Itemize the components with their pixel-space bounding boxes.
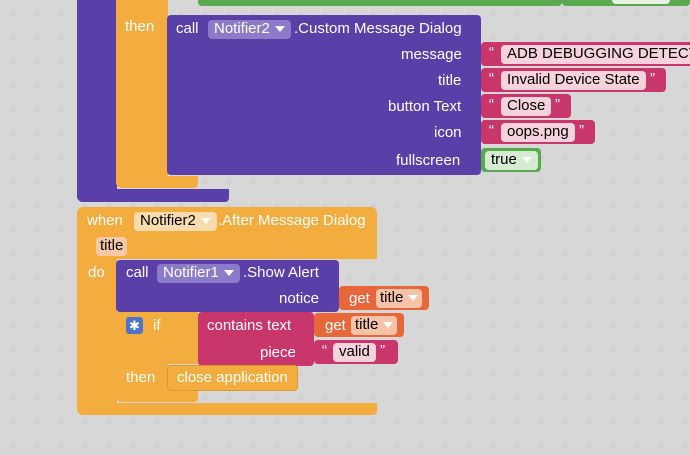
when-label: when bbox=[87, 212, 123, 229]
param-message-label: message bbox=[401, 46, 462, 63]
notice-label: notice bbox=[279, 290, 320, 307]
quote-open: “ bbox=[489, 44, 494, 61]
fullscreen-true-dropdown[interactable]: true bbox=[485, 151, 538, 170]
quote-close: ” bbox=[380, 342, 385, 359]
contains-text-label: contains text bbox=[207, 317, 292, 334]
outer-component-block[interactable] bbox=[77, 0, 117, 202]
param-button-text-label: button Text bbox=[388, 98, 462, 115]
event-name-label: .After Message Dialog bbox=[218, 212, 366, 229]
event-param-title[interactable]: title bbox=[96, 237, 128, 256]
call-label: call bbox=[176, 20, 199, 37]
quote-close: ” bbox=[579, 122, 584, 139]
then-control-block-bottom bbox=[116, 176, 198, 188]
notifier2-dropdown[interactable]: Notifier2 bbox=[208, 20, 291, 39]
if-label: if bbox=[153, 317, 161, 334]
contains-get-label: get bbox=[325, 317, 346, 334]
quote-open: “ bbox=[322, 342, 327, 359]
show-alert-method-label: .Show Alert bbox=[243, 264, 319, 281]
icon-value[interactable]: oops.png bbox=[501, 123, 575, 142]
close-application-label: close application bbox=[177, 369, 288, 386]
quote-close: ” bbox=[555, 96, 560, 113]
then-control-block[interactable] bbox=[116, 0, 168, 188]
notifier1-dropdown[interactable]: Notifier1 bbox=[157, 264, 240, 283]
piece-value[interactable]: valid bbox=[333, 343, 376, 362]
partial-true-value[interactable] bbox=[612, 0, 670, 4]
event-block-left-rail bbox=[77, 258, 117, 413]
quote-close: ” bbox=[650, 70, 655, 87]
title-value[interactable]: Invalid Device State bbox=[501, 71, 646, 90]
partial-top-call-block[interactable] bbox=[198, 0, 562, 6]
message-value[interactable]: ADB DEBUGGING DETECT bbox=[501, 45, 690, 64]
get-label: get bbox=[349, 290, 370, 307]
show-alert-call-label: call bbox=[126, 264, 149, 281]
quote-open: “ bbox=[489, 70, 494, 87]
custom-message-dialog-block[interactable] bbox=[167, 15, 481, 175]
gear-icon[interactable]: ✱ bbox=[126, 317, 143, 334]
button-text-value[interactable]: Close bbox=[501, 97, 552, 116]
param-title-label: title bbox=[438, 72, 462, 89]
contains-text-block[interactable] bbox=[198, 312, 314, 366]
method-label: .Custom Message Dialog bbox=[294, 20, 462, 37]
do-label: do bbox=[88, 264, 105, 281]
contains-get-var-dropdown[interactable]: title bbox=[351, 316, 398, 335]
then-label: then bbox=[125, 18, 155, 35]
piece-label: piece bbox=[260, 344, 296, 361]
quote-open: “ bbox=[489, 122, 494, 139]
close-application-block[interactable] bbox=[167, 365, 298, 391]
param-fullscreen-label: fullscreen bbox=[396, 152, 461, 169]
param-icon-label: icon bbox=[434, 124, 462, 141]
event-component-dropdown[interactable]: Notifier2 bbox=[134, 212, 217, 231]
if-block-bottom bbox=[116, 390, 198, 402]
outer-component-block-bottom bbox=[77, 189, 229, 202]
get-var-dropdown[interactable]: title bbox=[376, 289, 423, 308]
then-label-2: then bbox=[126, 369, 156, 386]
quote-open: “ bbox=[489, 96, 494, 113]
event-block-bottom bbox=[77, 403, 377, 415]
